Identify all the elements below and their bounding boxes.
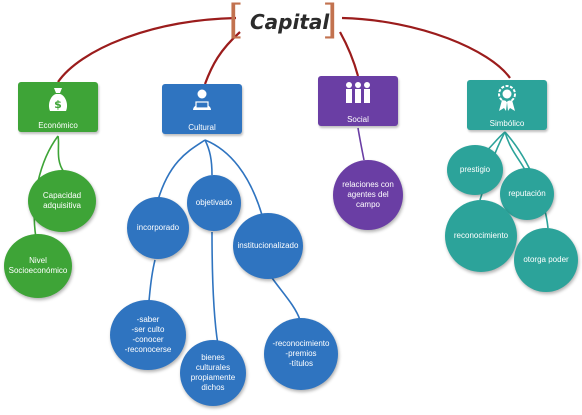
title-bracket-right: ] xyxy=(322,0,338,43)
category-label-simbolico: Simbólico xyxy=(489,119,525,128)
svg-text:$: $ xyxy=(54,98,62,111)
award-medal-icon xyxy=(498,85,516,111)
node-institucionalizado: institucionalizado xyxy=(233,213,303,279)
category-label-economico: Económico xyxy=(38,121,78,130)
category-cultural: Cultural xyxy=(162,84,242,134)
node-reconocimiento-list: -reconocimiento -premios -títulos xyxy=(264,318,338,390)
connector-capital-social xyxy=(339,31,360,77)
node-incorporado: incorporado xyxy=(127,197,189,259)
category-economico: $ Económico xyxy=(18,82,98,132)
reader-person-icon xyxy=(193,89,211,110)
connector-capital-simbolico xyxy=(341,16,511,79)
node-capacidad-adquisitiva: Capacidad adquisitiva xyxy=(28,170,96,232)
node-prestigio: prestigio xyxy=(447,145,503,195)
node-bienes-culturales: bienes culturales propiamente dichos xyxy=(180,340,246,406)
connector-capital-cultural xyxy=(203,31,241,85)
node-saber-list: -saber -ser culto -conocer -reconocerse xyxy=(110,300,186,370)
people-group-icon xyxy=(346,82,370,103)
title-bracket-left: [ xyxy=(228,0,244,43)
page-title: Capital xyxy=(250,10,330,34)
category-social: Social xyxy=(318,76,398,126)
node-nivel-socioeconomico: Nivel Socioeconómico xyxy=(4,234,72,298)
category-label-social: Social xyxy=(347,115,369,124)
category-simbolico: Simbólico xyxy=(467,80,547,130)
node-otorga-poder: otorga poder xyxy=(514,228,578,292)
node-objetivado: objetivado xyxy=(187,175,241,231)
node-reconocimiento: reconocimiento xyxy=(445,200,517,272)
node-reputacion: reputación xyxy=(500,168,554,220)
money-bag-icon: $ xyxy=(48,88,68,111)
connector-capital-economico xyxy=(57,16,237,83)
category-label-cultural: Cultural xyxy=(188,123,216,132)
node-relaciones-agentes: relaciones con agentes del campo xyxy=(333,160,403,230)
